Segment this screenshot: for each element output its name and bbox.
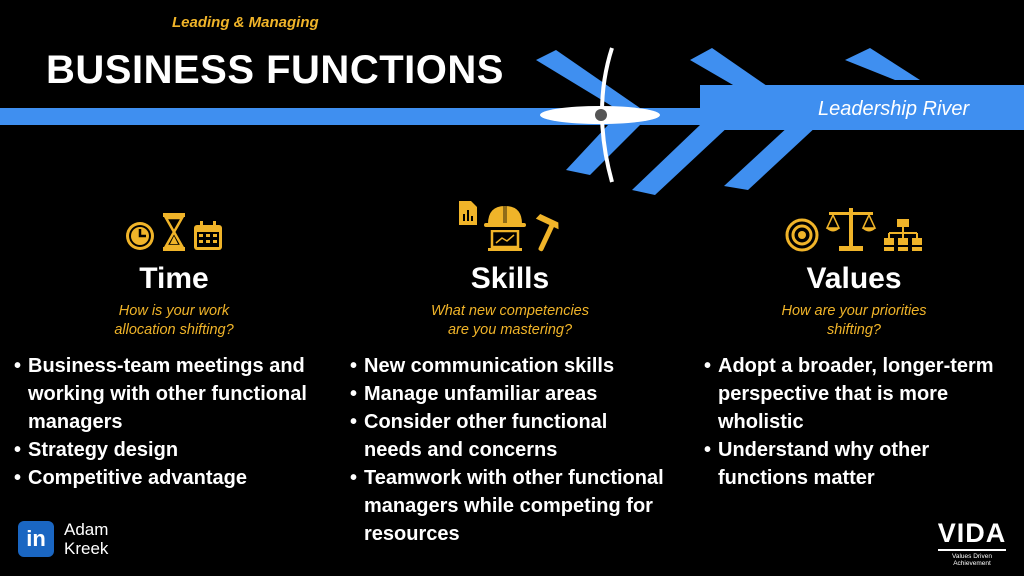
hourglass-icon [163, 213, 185, 251]
river-label-band [700, 85, 1024, 130]
river-branch [724, 125, 818, 190]
laptop-icon [488, 230, 522, 251]
logo-divider [938, 549, 1006, 551]
rowing-boat-icon [540, 47, 660, 183]
bullet-item: Understand why other functions matter [704, 436, 1004, 492]
author-badge[interactable]: in Adam Kreek [18, 520, 108, 558]
author-name: Adam Kreek [64, 520, 109, 558]
column-icons [704, 200, 1004, 252]
river-branch [690, 48, 780, 96]
column-skills: Skills What new competencies are you mas… [350, 200, 670, 548]
bullet-item: Consider other functional needs and conc… [350, 408, 670, 464]
column-subtitle: What new competencies are you mastering? [431, 303, 589, 338]
calendar-icon [194, 221, 222, 250]
column-title: Time [139, 262, 209, 295]
bullet-item: New communication skills [350, 352, 670, 380]
hammer-icon [535, 214, 559, 252]
hard-hat-icon [484, 206, 526, 227]
column-icons [24, 200, 324, 252]
clock-icon [126, 222, 154, 250]
scales-icon [825, 208, 877, 251]
document-chart-icon [459, 201, 477, 225]
column-values: Values How are your priorities shifting?… [704, 200, 1004, 492]
column-title: Skills [470, 262, 550, 295]
bullet-item: Manage unfamiliar areas [350, 380, 670, 408]
column-subtitle: How are your priorities shifting? [781, 303, 927, 338]
org-chart-icon [884, 219, 922, 251]
vida-logo-text: VIDA [937, 518, 1007, 548]
bullet-item: Business-team meetings and working with … [14, 352, 324, 436]
column-time: Time How is your work allocation shiftin… [14, 200, 324, 492]
bullet-item: Strategy design [14, 436, 324, 464]
vida-tagline: Values Driven Achievement [952, 553, 992, 567]
leadership-river-graphic [0, 47, 1024, 195]
column-icons [350, 200, 670, 252]
linkedin-icon[interactable]: in [18, 521, 54, 557]
eyebrow-text: Leading & Managing [172, 14, 319, 31]
bullet-item: Teamwork with other functional managers … [350, 464, 670, 548]
page-title: BUSINESS FUNCTIONS [46, 48, 504, 92]
column-subtitle: How is your work allocation shifting? [114, 303, 234, 338]
vida-logo: VIDA Values Driven Achievement [934, 518, 1010, 567]
bullet-item: Adopt a broader, longer-term perspective… [704, 352, 1004, 436]
river-branch [536, 50, 640, 108]
bullet-list: Business-team meetings and working with … [14, 352, 324, 492]
column-title: Values [806, 262, 902, 295]
bullet-list: New communication skills Manage unfamili… [350, 352, 670, 548]
river-branch [845, 48, 920, 80]
bullet-list: Adopt a broader, longer-term perspective… [704, 352, 1004, 492]
target-icon [785, 218, 819, 252]
river-label: Leadership River [818, 98, 970, 120]
river-branch [632, 125, 730, 195]
bullet-item: Competitive advantage [14, 464, 324, 492]
